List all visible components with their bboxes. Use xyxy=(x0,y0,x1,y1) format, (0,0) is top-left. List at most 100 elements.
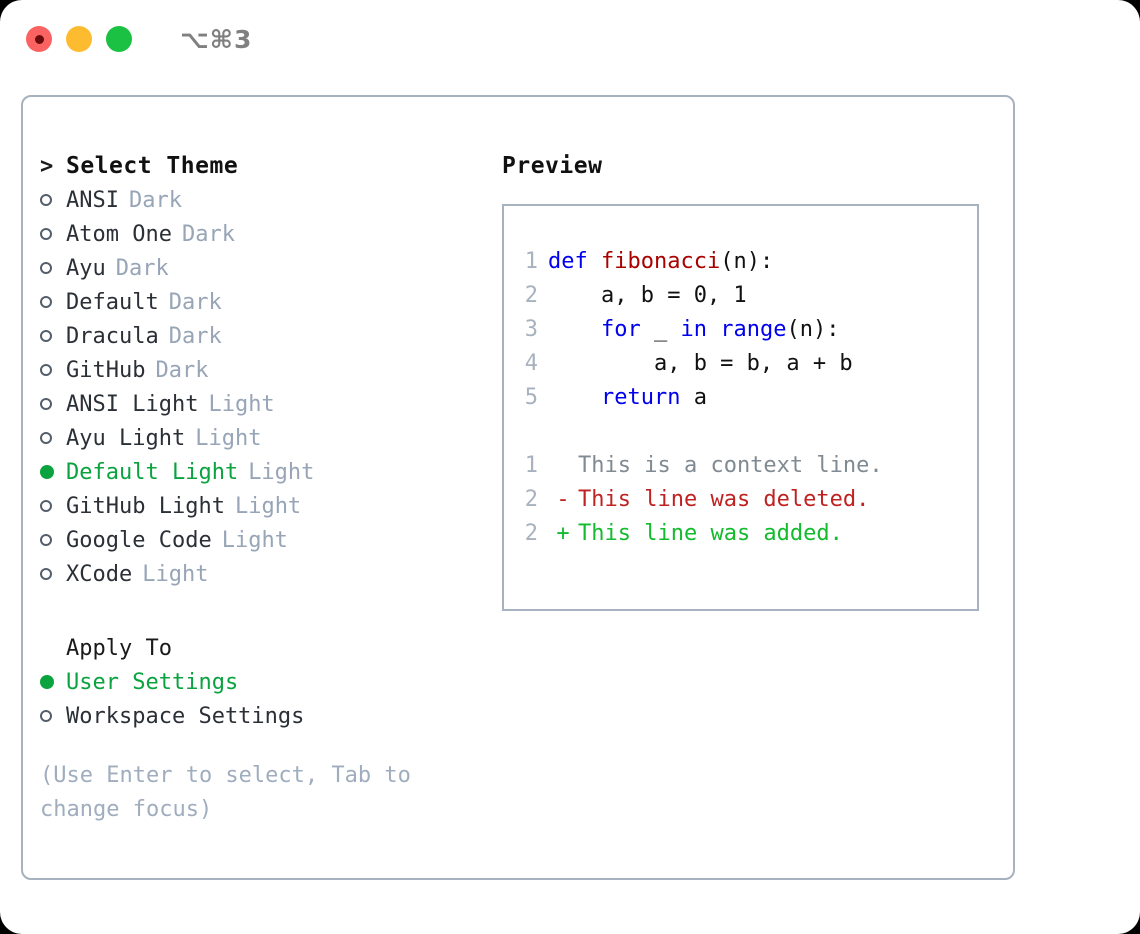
code-token xyxy=(548,317,601,342)
code-text: a, b = b, a + b xyxy=(548,351,853,376)
theme-name-label: Default xyxy=(66,289,159,315)
recording-indicator-icon xyxy=(34,34,44,44)
radio-unselected-icon xyxy=(40,262,52,274)
apply-to-title: Apply To xyxy=(66,635,172,661)
theme-list-item[interactable]: ANSI Dark xyxy=(40,183,490,217)
shortcut-label: ⌥⌘3 xyxy=(180,24,253,54)
theme-name-label: GitHub xyxy=(66,357,146,383)
theme-name-label: Default Light xyxy=(66,459,239,485)
code-token: for xyxy=(600,316,641,342)
line-number: 2 xyxy=(524,282,538,308)
radio-unselected-icon xyxy=(40,330,52,342)
code-line: 4 a, b = b, a + b xyxy=(504,346,977,380)
radio-unselected-icon xyxy=(40,296,52,308)
code-token: in xyxy=(680,316,707,342)
code-token: a, b = b, a + b xyxy=(548,350,853,376)
theme-variant-badge: Dark xyxy=(128,187,182,213)
heading-caret-icon: > xyxy=(40,153,54,179)
line-number: 5 xyxy=(524,384,538,410)
diff-text: This line was deleted. xyxy=(578,486,870,512)
radio-marker xyxy=(40,228,66,240)
apply-to-label: User Settings xyxy=(66,669,239,695)
theme-name-label: Google Code xyxy=(66,527,212,553)
code-line: 3 for _ in range(n): xyxy=(504,312,977,346)
line-number: 4 xyxy=(524,350,538,376)
theme-variant-badge: Dark xyxy=(181,221,235,247)
radio-marker xyxy=(40,534,66,546)
code-token xyxy=(707,317,720,342)
code-token: range xyxy=(720,316,787,342)
theme-list-item[interactable]: Ayu Light Light xyxy=(40,421,490,455)
radio-marker xyxy=(40,465,66,479)
close-button[interactable] xyxy=(26,26,52,52)
theme-variant-badge: Light xyxy=(208,391,275,417)
minimize-button[interactable] xyxy=(66,26,92,52)
code-text: def fibonacci(n): xyxy=(548,249,773,274)
theme-list-item[interactable]: ANSI Light Light xyxy=(40,387,490,421)
code-token: _ xyxy=(640,316,681,342)
radio-unselected-icon xyxy=(40,500,52,512)
radio-marker xyxy=(40,432,66,444)
radio-marker xyxy=(40,364,66,376)
radio-marker xyxy=(40,296,66,308)
radio-unselected-icon xyxy=(40,194,52,206)
code-diff-spacer xyxy=(504,414,977,448)
theme-panel-heading: > Select Theme xyxy=(40,149,490,183)
diff-line: 2+This line was added. xyxy=(504,516,977,550)
diff-text: This is a context line. xyxy=(578,452,883,478)
apply-to-item[interactable]: Workspace Settings xyxy=(40,699,490,733)
theme-variant-badge: Light xyxy=(195,425,262,451)
apply-to-heading: Apply To xyxy=(40,631,490,665)
code-line: 1 def fibonacci(n): xyxy=(504,244,977,278)
diff-sample: 1 This is a context line.2-This line was… xyxy=(504,448,977,550)
theme-list-item[interactable]: Default Light Light xyxy=(40,455,490,489)
code-token: (n): xyxy=(720,248,774,274)
radio-unselected-icon xyxy=(40,710,52,722)
diff-marker: + xyxy=(556,520,570,546)
radio-unselected-icon xyxy=(40,398,52,410)
apply-to-label: Workspace Settings xyxy=(66,703,305,729)
radio-selected-icon xyxy=(40,465,54,479)
radio-selected-icon xyxy=(40,675,54,689)
line-number: 1 xyxy=(524,248,538,274)
theme-name-label: ANSI Light xyxy=(66,391,199,417)
radio-unselected-icon xyxy=(40,228,52,240)
theme-name-label: Ayu Light xyxy=(66,425,186,451)
radio-marker xyxy=(40,194,66,206)
radio-marker xyxy=(40,262,66,274)
diff-line: 1 This is a context line. xyxy=(504,448,977,482)
radio-marker xyxy=(40,398,66,410)
theme-name-label: ANSI xyxy=(66,187,119,213)
radio-unselected-icon xyxy=(40,568,52,580)
radio-unselected-icon xyxy=(40,364,52,376)
code-token: a, b = 0, 1 xyxy=(548,282,747,308)
theme-name-label: GitHub Light xyxy=(66,493,225,519)
radio-unselected-icon xyxy=(40,432,52,444)
code-line: 5 return a xyxy=(504,380,977,414)
page-title: Select Theme xyxy=(66,153,239,179)
code-sample: 1 def fibonacci(n): 2 a, b = 0, 1 3 for _ i… xyxy=(504,244,977,414)
theme-variant-badge: Dark xyxy=(168,289,222,315)
preview-title: Preview xyxy=(502,153,603,179)
line-number: 2 xyxy=(524,520,538,546)
apply-to-item[interactable]: User Settings xyxy=(40,665,490,699)
keyboard-hint: (Use Enter to select, Tab to change focu… xyxy=(40,763,411,822)
radio-unselected-icon xyxy=(40,534,52,546)
maximize-button[interactable] xyxy=(106,26,132,52)
code-token: fibonacci xyxy=(600,248,721,274)
theme-variant-badge: Light xyxy=(248,459,315,485)
radio-marker xyxy=(40,675,66,689)
diff-marker xyxy=(548,453,578,478)
theme-list-item[interactable]: Default Dark xyxy=(40,285,490,319)
section-spacer xyxy=(40,591,490,631)
theme-variant-badge: Light xyxy=(142,561,209,587)
